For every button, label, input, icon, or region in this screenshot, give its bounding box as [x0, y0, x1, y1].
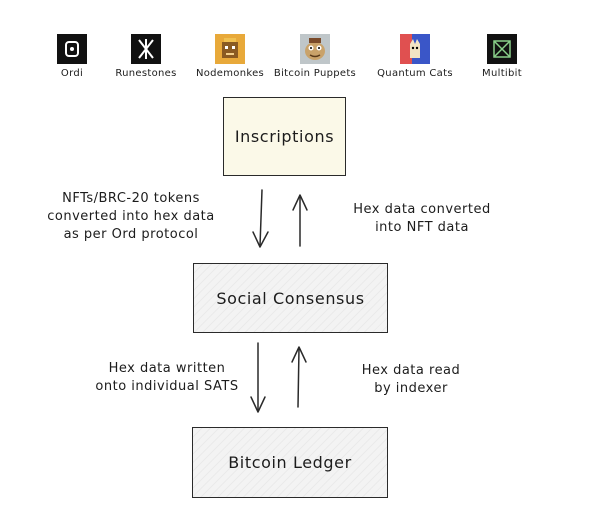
- arrow-up-lower: [291, 346, 307, 408]
- bitcoin-puppets-icon: [300, 34, 330, 64]
- note-line: into NFT data: [375, 220, 469, 235]
- note-line: Hex data converted: [353, 202, 491, 217]
- note-line: converted into hex data: [47, 209, 215, 224]
- logo-label: Multibit: [482, 68, 522, 79]
- note-line: Hex data written: [108, 361, 226, 376]
- ordi-icon: [57, 34, 87, 64]
- note-line: Hex data read: [361, 363, 461, 378]
- arrow-up-upper: [292, 194, 308, 247]
- inscriptions-label: Inscriptions: [234, 127, 335, 146]
- logo-multibit: Multibit: [452, 34, 552, 79]
- runestones-icon: [131, 34, 161, 64]
- arrow-down-lower: [250, 342, 266, 413]
- logo-ordi: Ordi: [22, 34, 122, 79]
- note-line: onto individual SATS: [95, 379, 239, 394]
- logo-quantum-cats: Quantum Cats: [365, 34, 465, 79]
- social-consensus-label: Social Consensus: [216, 288, 365, 308]
- note-line: by indexer: [374, 381, 448, 396]
- note-line: as per Ord protocol: [63, 227, 199, 242]
- logo-label: Quantum Cats: [377, 68, 453, 79]
- note-hex-read: Hex data read by indexer: [346, 362, 476, 398]
- multibit-icon: [487, 34, 517, 64]
- note-line: NFTs/BRC-20 tokens: [62, 191, 200, 206]
- note-hex-to-nft: Hex data converted into NFT data: [332, 201, 512, 237]
- logo-bitcoin-puppets: Bitcoin Puppets: [265, 34, 365, 79]
- logo-nodemonkes: Nodemonkes: [180, 34, 280, 79]
- nodemonkes-icon: [215, 34, 245, 64]
- logo-label: Nodemonkes: [195, 68, 265, 79]
- logo-label: Ordi: [60, 68, 84, 79]
- bitcoin-ledger-box: Bitcoin Ledger: [192, 427, 388, 498]
- bitcoin-ledger-label: Bitcoin Ledger: [228, 453, 352, 472]
- logo-label: Runestones: [115, 68, 177, 79]
- note-nfts-to-hex: NFTs/BRC-20 tokens converted into hex da…: [26, 190, 236, 244]
- logo-runestones: Runestones: [96, 34, 196, 79]
- arrow-down-upper: [252, 189, 269, 248]
- inscriptions-box: Inscriptions: [223, 97, 346, 176]
- quantum-cats-icon: [400, 34, 430, 64]
- note-hex-written: Hex data written onto individual SATS: [82, 360, 252, 396]
- social-consensus-box: Social Consensus: [193, 263, 388, 333]
- logo-label: Bitcoin Puppets: [273, 68, 357, 79]
